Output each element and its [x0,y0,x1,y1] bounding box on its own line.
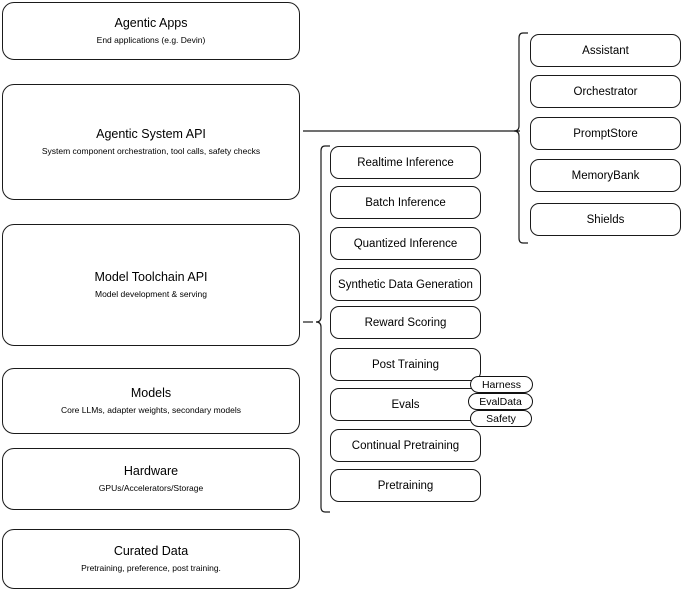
layer-box-hardware[interactable]: Hardware GPUs/Accelerators/Storage [2,448,300,510]
component-continual-pretraining[interactable]: Continual Pretraining [330,429,481,462]
component-memorybank[interactable]: MemoryBank [530,159,681,192]
component-label: Batch Inference [365,196,446,209]
component-reward-scoring[interactable]: Reward Scoring [330,306,481,339]
component-label: Shields [586,213,625,226]
component-quantized-inference[interactable]: Quantized Inference [330,227,481,260]
badge-harness[interactable]: Harness [470,376,533,393]
component-orchestrator[interactable]: Orchestrator [530,75,681,108]
layer-box-model-toolchain-api[interactable]: Model Toolchain API Model development & … [2,224,300,346]
layer-title: Curated Data [113,544,189,558]
layer-title: Hardware [123,464,179,478]
layer-subtitle: GPUs/Accelerators/Storage [98,483,204,493]
component-label: Synthetic Data Generation [338,278,473,291]
layer-title: Model Toolchain API [94,270,208,284]
badge-safety[interactable]: Safety [470,410,532,427]
component-promptstore[interactable]: PromptStore [530,117,681,150]
layer-box-agentic-system-api[interactable]: Agentic System API System component orch… [2,84,300,200]
badge-label: Safety [486,412,516,425]
layer-box-curated-data[interactable]: Curated Data Pretraining, preference, po… [2,529,300,589]
badge-label: Harness [481,378,522,391]
component-label: Quantized Inference [353,237,458,250]
component-label: Pretraining [377,479,434,492]
layer-subtitle: Model development & serving [95,289,207,299]
component-label: Post Training [371,358,440,371]
badge-evaldata[interactable]: EvalData [468,393,533,410]
layer-title: Models [130,386,172,400]
layer-subtitle: Pretraining, preference, post training. [81,563,221,573]
layer-subtitle: End applications (e.g. Devin) [96,35,206,45]
layer-box-models[interactable]: Models Core LLMs, adapter weights, secon… [2,368,300,434]
component-label: Evals [391,398,420,411]
component-pretraining[interactable]: Pretraining [330,469,481,502]
component-post-training[interactable]: Post Training [330,348,481,381]
badge-label: EvalData [479,395,522,408]
component-label: MemoryBank [571,169,640,182]
component-label: Realtime Inference [357,156,454,169]
component-assistant[interactable]: Assistant [530,34,681,67]
component-evals[interactable]: Evals [330,388,481,421]
component-batch-inference[interactable]: Batch Inference [330,186,481,219]
component-label: Reward Scoring [364,316,447,329]
component-label: Orchestrator [573,85,638,98]
layer-title: Agentic Apps [114,16,188,30]
component-realtime-inference[interactable]: Realtime Inference [330,146,481,179]
component-label: Assistant [582,44,629,57]
component-synthetic-data-generation[interactable]: Synthetic Data Generation [330,268,481,301]
brace-agentic-components [513,32,528,244]
layer-title: Agentic System API [96,127,206,141]
component-label: PromptStore [573,127,638,140]
component-label: Continual Pretraining [351,439,460,452]
layer-subtitle: System component orchestration, tool cal… [41,146,261,156]
layer-subtitle: Core LLMs, adapter weights, secondary mo… [60,405,241,415]
component-shields[interactable]: Shields [530,203,681,236]
brace-toolchain-components [315,145,330,513]
layer-box-agentic-apps[interactable]: Agentic Apps End applications (e.g. Devi… [2,2,300,60]
